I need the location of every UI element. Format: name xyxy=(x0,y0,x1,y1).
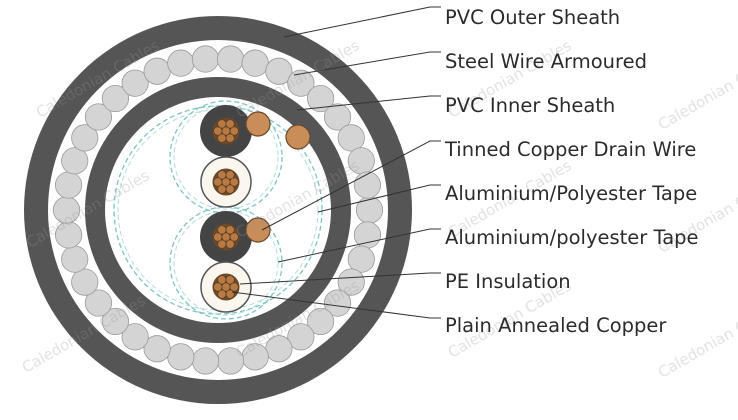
label-outer-sheath: PVC Outer Sheath xyxy=(445,6,621,29)
armour-wire xyxy=(241,343,269,371)
copper-strand xyxy=(225,184,235,194)
label-inner-sheath: PVC Inner Sheath xyxy=(445,94,616,117)
copper-strand xyxy=(217,275,227,285)
armour-wire xyxy=(337,124,365,152)
armour-wire xyxy=(355,196,384,224)
copper-strand xyxy=(217,225,227,235)
copper-strand xyxy=(225,119,235,129)
armour-wire xyxy=(265,335,293,363)
copper-strand xyxy=(229,177,239,187)
armour-wire xyxy=(61,245,89,273)
copper-strand xyxy=(217,133,227,143)
armour-wire xyxy=(323,103,352,131)
leader-insulation xyxy=(239,272,441,285)
armour-wire xyxy=(167,343,195,371)
armour-wire xyxy=(101,84,129,113)
copper-strand xyxy=(217,184,227,194)
pair-screen-tape-bottom xyxy=(169,206,283,320)
label-insulation: PE Insulation xyxy=(445,270,571,293)
copper-strand xyxy=(229,126,239,136)
copper-strand xyxy=(217,289,227,299)
label-drain-wire: Tinned Copper Drain Wire xyxy=(445,138,697,161)
cable-core xyxy=(105,97,331,323)
copper-strand xyxy=(217,170,227,180)
drain-wire-2 xyxy=(285,124,311,150)
steel-wire-armour xyxy=(52,45,384,375)
armour-wire xyxy=(241,49,269,77)
copper-strand xyxy=(225,225,235,235)
drain-wire-3 xyxy=(245,217,271,243)
copper-strand xyxy=(229,282,239,292)
copper-strand xyxy=(217,239,227,249)
copper-strand xyxy=(225,170,235,180)
armour-wire xyxy=(54,221,83,249)
copper-strand xyxy=(213,232,223,242)
label-armour: Steel Wire Armoured xyxy=(445,50,647,73)
copper-strand xyxy=(225,275,235,285)
armour-wire xyxy=(216,45,245,73)
copper-strand xyxy=(225,239,235,249)
armour-wire xyxy=(265,57,293,85)
copper-strand xyxy=(213,126,223,136)
armour-wire xyxy=(287,69,315,97)
leader-conductor xyxy=(231,291,441,319)
armour-wire xyxy=(84,289,113,317)
armour-wire xyxy=(121,69,149,97)
copper-strand xyxy=(213,282,223,292)
armour-wire xyxy=(347,147,375,175)
leader-overall-screen xyxy=(317,184,441,213)
armour-wire xyxy=(143,57,171,85)
copper-strand xyxy=(225,133,235,143)
armour-wire xyxy=(307,307,335,336)
armour-wire xyxy=(353,171,382,199)
armour-wire xyxy=(61,147,89,175)
armour-wire xyxy=(347,245,375,273)
armour-wire xyxy=(167,49,195,77)
leader-drain-wire xyxy=(261,140,441,231)
armour-wire xyxy=(323,289,352,317)
armour-wire xyxy=(216,347,245,375)
leader-armour xyxy=(293,51,441,76)
leader-inner-sheath xyxy=(296,95,441,111)
copper-strand xyxy=(217,119,227,129)
armour-wire xyxy=(84,103,113,131)
label-overall-screen: Aluminium/Polyester Tape xyxy=(445,182,698,205)
armour-wire xyxy=(337,268,365,296)
insulated-core-4 xyxy=(200,261,252,313)
armour-wire xyxy=(287,323,315,351)
armour-wire xyxy=(143,335,171,363)
armour-wire xyxy=(121,323,149,351)
drain-wire-1 xyxy=(245,111,271,137)
armour-wire xyxy=(307,84,335,113)
armour-wire xyxy=(54,171,83,199)
copper-strand xyxy=(225,289,235,299)
pair-screen-tape-top xyxy=(169,100,283,214)
armour-wire xyxy=(191,347,220,375)
insulated-core-3 xyxy=(200,211,252,263)
insulated-core-2 xyxy=(200,156,252,208)
leader-pair-screen xyxy=(277,228,441,263)
copper-strand xyxy=(213,177,223,187)
insulated-core-1 xyxy=(200,105,252,157)
armour-wire xyxy=(101,307,129,336)
label-conductor: Plain Annealed Copper xyxy=(445,314,667,337)
armour-wire xyxy=(71,268,99,296)
armour-wire xyxy=(52,196,81,224)
label-pair-screen: Aluminium/polyester Tape xyxy=(445,226,699,249)
armour-wire xyxy=(71,124,99,152)
armour-wire xyxy=(191,45,220,73)
copper-strand xyxy=(229,232,239,242)
leader-outer-sheath xyxy=(283,6,441,38)
